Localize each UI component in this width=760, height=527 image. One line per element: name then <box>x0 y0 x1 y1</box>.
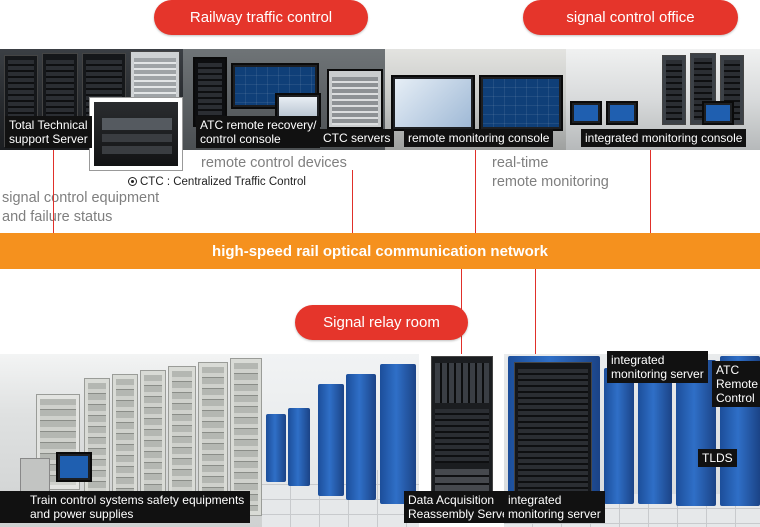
connector-line <box>53 150 54 233</box>
connector-line <box>352 170 353 233</box>
atc-remote-control-label: ATC Remote Control <box>712 361 760 407</box>
signal-control-office-header: signal control office <box>523 0 738 35</box>
realtime-remote-monitoring-text: real-time remote monitoring <box>492 155 609 190</box>
integrated-monitoring-console-label: integrated monitoring console <box>581 129 747 147</box>
connector-line <box>475 150 476 233</box>
ctc-servers-label: CTC servers <box>319 129 395 147</box>
remote-control-devices-text: remote control devices <box>201 155 347 171</box>
railway-traffic-control-header: Railway traffic control <box>154 0 368 35</box>
remote-monitoring-console-label: remote monitoring console <box>404 129 554 147</box>
integrated-monitoring-server-label-bottom: integrated monitoring server <box>504 491 605 523</box>
tlds-label: TLDS <box>698 449 737 467</box>
photo-ctc-server-inset <box>90 98 182 170</box>
ctc-note: CTC : Centralized Traffic Control <box>128 176 306 188</box>
connector-line <box>650 150 651 233</box>
signal-control-equipment-text: signal control equipment and failure sta… <box>2 190 160 225</box>
data-acquisition-server-label: Data Acquisition Reassembly Server <box>404 491 517 523</box>
connector-line <box>535 269 536 354</box>
integrated-monitoring-server-label-top: integrated monitoring server <box>607 351 708 383</box>
atc-remote-recovery-label: ATC remote recovery/ control console <box>196 116 321 148</box>
total-technical-support-server-label: Total Technical support Server <box>5 116 92 148</box>
photo-integrated-monitoring-console <box>566 49 760 150</box>
photo-train-control-safety-equipment <box>0 354 262 527</box>
ctc-note-text: CTC : Centralized Traffic Control <box>140 176 306 188</box>
train-control-systems-label: Train control systems safety equipments … <box>0 491 251 523</box>
signal-relay-room-header: Signal relay room <box>295 305 468 340</box>
optical-network-bar: high-speed rail optical communication ne… <box>0 233 760 269</box>
photo-relay-room-blue-cabinets <box>262 354 419 527</box>
bullet-icon <box>128 177 137 186</box>
photo-integrated-monitoring-server-room <box>504 354 760 527</box>
